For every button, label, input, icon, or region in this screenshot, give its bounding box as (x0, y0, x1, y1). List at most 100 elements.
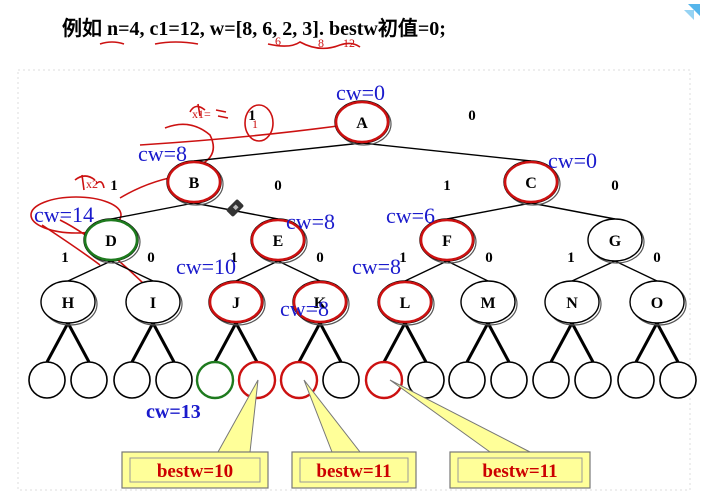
node-label: I (150, 295, 156, 312)
node-H: H (40, 280, 98, 326)
node-N: N (544, 280, 602, 326)
node-highlight (334, 100, 390, 144)
node-B: B (166, 160, 224, 206)
node-label: L (400, 295, 411, 312)
node-highlight (208, 280, 264, 324)
leaf-node (490, 361, 528, 399)
callout-inner-frame (457, 457, 583, 483)
edge-L-leaf (403, 322, 428, 363)
edge-O-leaf (634, 322, 659, 363)
leaf-node (448, 361, 486, 399)
hand-circle-1 (244, 104, 274, 142)
callout-text: bestw=11 (482, 461, 557, 482)
hand-text-x1: x1= (192, 107, 211, 121)
leaf-node (574, 361, 612, 399)
edge-G-O (614, 260, 658, 282)
edge-label-C_F: 1 (443, 178, 451, 194)
node-label: G (609, 233, 622, 250)
hand-text-12: 12 (343, 36, 355, 50)
underline-n (99, 41, 125, 45)
edge-F-L (404, 260, 448, 282)
node-highlight (503, 160, 559, 204)
underline-w (267, 41, 361, 50)
hand-text-6: 6 (275, 34, 281, 48)
edge-M-leaf (486, 322, 511, 363)
leaf-node (155, 361, 193, 399)
node-C: C (503, 160, 561, 206)
leaf-node (659, 361, 697, 399)
leaf-node (113, 361, 151, 399)
node-label: J (232, 295, 240, 312)
edge-label-F_L: 1 (399, 250, 407, 266)
edge-label-G_N: 1 (567, 250, 575, 266)
node-label: F (442, 233, 452, 250)
edge-H-leaf (66, 322, 91, 363)
edge-label-B_E: 0 (274, 178, 282, 194)
node-outline (629, 280, 685, 324)
callout-text: bestw=10 (157, 461, 233, 482)
leaf-node (617, 361, 655, 399)
node-label: C (525, 175, 537, 192)
node-E: E (250, 218, 308, 264)
edge-A-B (193, 142, 363, 162)
node-highlight (83, 218, 139, 262)
leaf-node (364, 360, 404, 400)
edge-label-D_I: 0 (147, 250, 155, 266)
edge-label-B_D: 1 (110, 178, 118, 194)
handwritten-annotations (30, 41, 361, 291)
edge-label-G_O: 0 (653, 250, 661, 266)
node-outline (587, 218, 643, 262)
edge-L-leaf (382, 322, 407, 363)
node-outline (544, 280, 600, 324)
edge-C-F (446, 202, 532, 220)
node-A: A (334, 100, 392, 146)
cw-label-leaf: cw=13 (146, 401, 201, 423)
node-label: E (273, 233, 284, 250)
node-F: F (419, 218, 477, 264)
node-K: K (292, 280, 350, 326)
node-L: L (377, 280, 435, 326)
node-highlight (250, 218, 306, 262)
node-label: A (356, 115, 368, 132)
edge-label-F_M: 0 (485, 250, 493, 266)
node-M: M (460, 280, 518, 326)
leaf-node (70, 361, 108, 399)
edge-A-C (361, 142, 532, 162)
tree-edges (45, 142, 680, 363)
bestw-callout: bestw=11 (389, 379, 591, 489)
edge-D-H (67, 260, 112, 282)
edge-K-leaf (318, 322, 343, 363)
node-highlight (166, 160, 222, 204)
leaf-node (195, 360, 235, 400)
edge-F-M (446, 260, 489, 282)
edge-I-leaf (151, 322, 176, 363)
edge-J-leaf (234, 322, 259, 363)
handwritten-digits: x1= 1 x2 6 8 12 (86, 34, 355, 191)
node-label: B (189, 175, 200, 192)
hand-circle-cw14 (30, 196, 122, 234)
cw-label-C: cw=0 (548, 148, 597, 173)
page-title: 例如 n=4, c1=12, w=[8, 6, 2, 3]. bestw初值=0… (62, 18, 446, 40)
edge-E-K (277, 260, 321, 282)
node-highlight (419, 218, 475, 262)
node-highlight (292, 280, 348, 324)
edge-B-D (110, 202, 195, 220)
cw-label-D: cw=14 (34, 202, 94, 227)
bestw-callout: bestw=10 (121, 379, 269, 489)
hand-text-1: 1 (252, 117, 258, 131)
node-outline (125, 280, 181, 324)
edge-N-leaf (570, 322, 595, 363)
cw-label-K: cw=8 (280, 296, 329, 321)
node-O: O (629, 280, 687, 326)
hand-text-8: 8 (318, 36, 324, 50)
cw-label-L: cw=8 (352, 254, 401, 279)
decorative-corner-icon (684, 4, 700, 20)
node-J: J (208, 280, 266, 326)
edge-E-J (235, 260, 279, 282)
edge-G-N (571, 260, 616, 282)
